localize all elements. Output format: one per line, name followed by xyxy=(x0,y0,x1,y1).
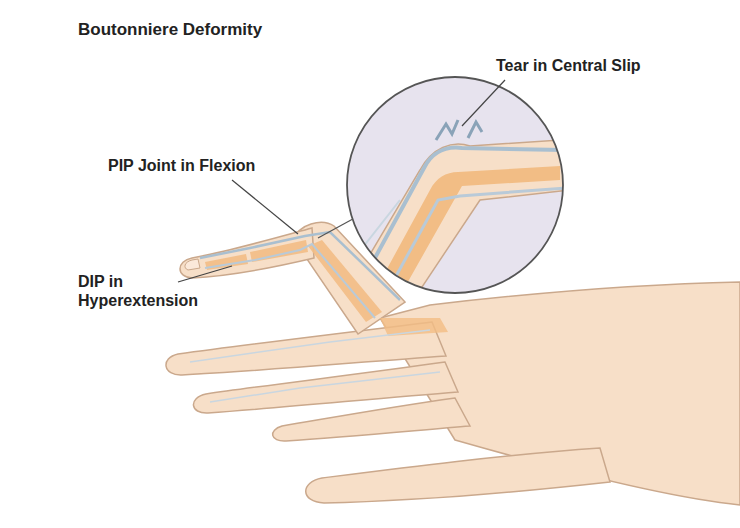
part-label: Tear in Central Slip xyxy=(496,56,641,75)
part-label: PIP Joint in Flexion xyxy=(108,156,255,175)
part-label: DIP in Hyperextension xyxy=(78,272,213,310)
figure-title: Boutonniere Deformity xyxy=(78,20,262,40)
